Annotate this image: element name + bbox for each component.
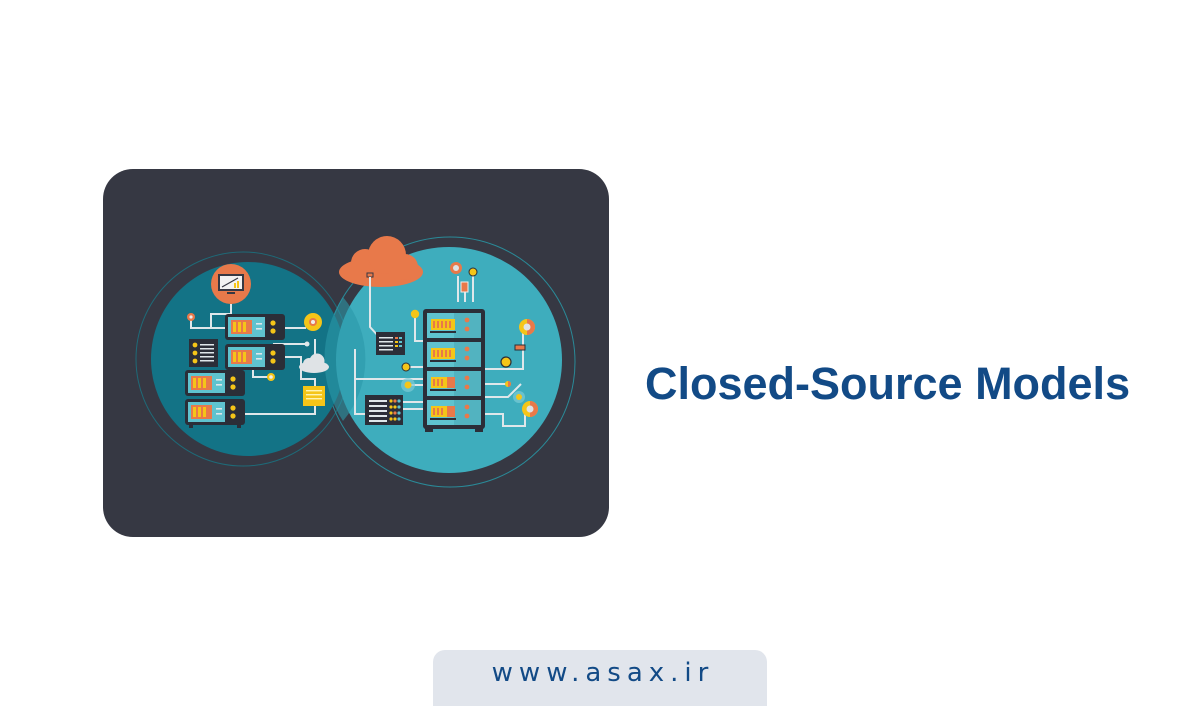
- monitor-chart-icon: [211, 264, 251, 304]
- document-icon: [303, 386, 325, 406]
- server-rack-icon: [185, 314, 285, 428]
- cloud-icon: [299, 353, 329, 373]
- data-center-illustration: [135, 236, 576, 488]
- page-title: Closed-Source Models: [645, 358, 1131, 409]
- control-panel-icon: [376, 332, 405, 355]
- footer-url-box: www.asax.ir: [433, 650, 767, 706]
- control-panel-icon: [365, 395, 403, 425]
- cloud-icon-orange: [339, 236, 423, 287]
- illustration-card: [103, 169, 609, 537]
- footer-url-link[interactable]: www.asax.ir: [491, 658, 715, 688]
- server-rack-icon-large: [423, 309, 485, 432]
- control-panel-icon: [189, 339, 218, 367]
